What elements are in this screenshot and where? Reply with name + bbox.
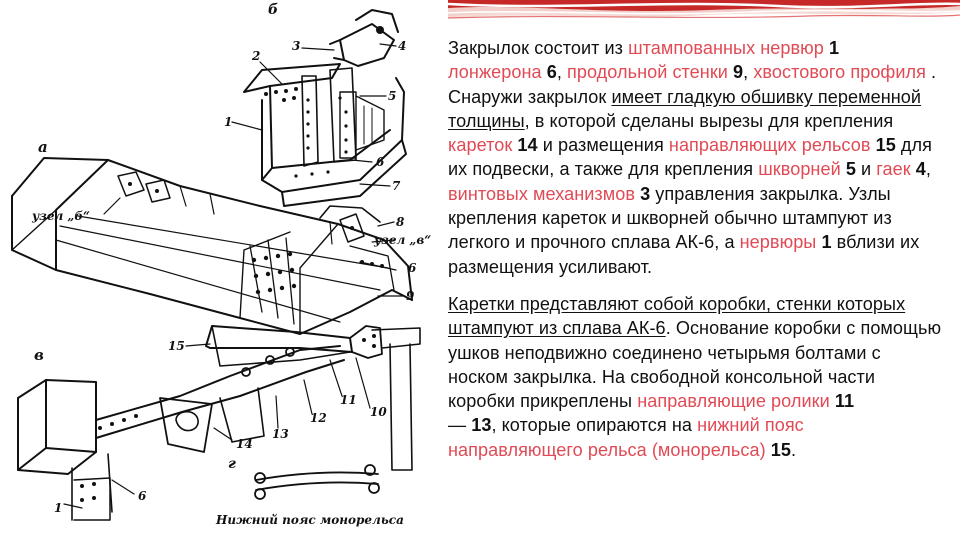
text-run: , [925,159,931,180]
term-longitudinal-wall: продольной стенки [566,62,728,83]
figure-caption: Нижний пояс монорельса [215,513,404,527]
callout-5: 5 [388,89,396,103]
text-run: , которые опираются на [491,415,698,436]
ref-number: 1 [829,38,840,58]
term-carriages: кареток [448,135,513,156]
detail-b-drawing [243,9,407,207]
callout-15: 15 [168,339,185,353]
callout-10: 10 [370,405,387,419]
callout-6-top: 6 [376,155,385,169]
callout-1-bottom: 1 [54,501,62,515]
term-tail-profile: хвостового профиля [753,62,926,83]
term-guide-rollers: направляющие ролики [637,391,830,412]
detail-v-drawing [17,325,421,521]
ref-number: 5 [845,159,856,180]
ref-number: 6 [546,62,557,83]
callout-6-bottom: 6 [138,489,147,503]
callout-12: 12 [310,411,327,425]
text-run: . Основание коробки с помощью ушков непо… [448,318,942,412]
term-pins: шкворней [758,159,841,180]
callout-2: 2 [251,49,260,63]
panel-label-v: в [34,346,44,364]
text-run: , [556,62,567,83]
ref-number: 13 [471,415,492,436]
callout-1-top: 1 [224,115,232,129]
paragraph-flap-structure: Закрылок состоит из штампованных нервюр … [448,36,942,279]
callout-6-mid: 6 [408,261,417,275]
text-run: и [855,159,877,180]
ref-number: 1 [821,232,832,253]
ref-number: 15 [770,439,791,460]
text-run: Закрылок состоит из [448,38,629,58]
term-spar: лонжерона [448,62,542,83]
underlined-phrase: имеет гладкую обшивку переменной толщины [448,86,922,131]
ref-number: 14 [517,135,538,156]
term-stamped-ribs: штампованных нервюр [628,38,824,58]
decorative-top-band [448,0,960,22]
callout-8: 8 [396,215,405,229]
text-run: и размещения [537,135,669,156]
text-run: , в которой сделаны вырезы для крепления [524,110,894,131]
callout-14: 14 [236,437,253,451]
term-monorail-lower-chord: нижний пояс направляющего рельса (моноре… [448,415,804,460]
callout-7: 7 [392,179,401,193]
ref-number: 11 [834,391,855,412]
callout-4: 4 [398,39,406,53]
ref-number: 9 [733,62,744,83]
panel-label-g: г [228,456,236,472]
text-run: , [743,62,754,83]
panel-label-a: а [38,138,48,156]
term-ribs: нервюры [739,232,817,253]
callout-11: 11 [340,393,357,407]
term-screw-mechanisms: винтовых механизмов [448,183,636,204]
text-run: . Снаружи закрылок [448,62,937,107]
callout-13: 13 [272,427,289,441]
uzel-v-label: узел „в“ [373,233,431,247]
callout-9: 9 [406,289,415,303]
uzel-b-label: узел „б“ [31,209,90,223]
panel-label-b: б [268,2,278,18]
paragraph-carriages: Каретки представляют собой коробки, стен… [448,292,942,462]
text-run: для их подвески, а также для крепления [448,135,932,180]
term-nuts: гаек [876,159,911,180]
ref-number: 3 [640,183,651,204]
text-run: . [790,439,797,460]
text-run: управления закрылка. Узлы крепления каре… [448,183,892,253]
term-guide-rails: направляющих рельсов [668,135,871,156]
text-run: — [448,415,472,436]
detail-a-drawing [11,157,413,335]
text-run: вблизи их размещения усиливают. [448,232,920,277]
callout-3: 3 [292,39,300,53]
slide-text: Закрылок состоит из штампованных нервюр … [448,36,942,462]
ref-number: 4 [915,159,926,180]
technical-drawing: а б в г узел „б“ узел „в“ Нижний пояс мо… [0,0,442,540]
underlined-phrase: Каретки представляют собой коробки, стен… [448,293,906,339]
ref-number: 15 [875,135,896,156]
